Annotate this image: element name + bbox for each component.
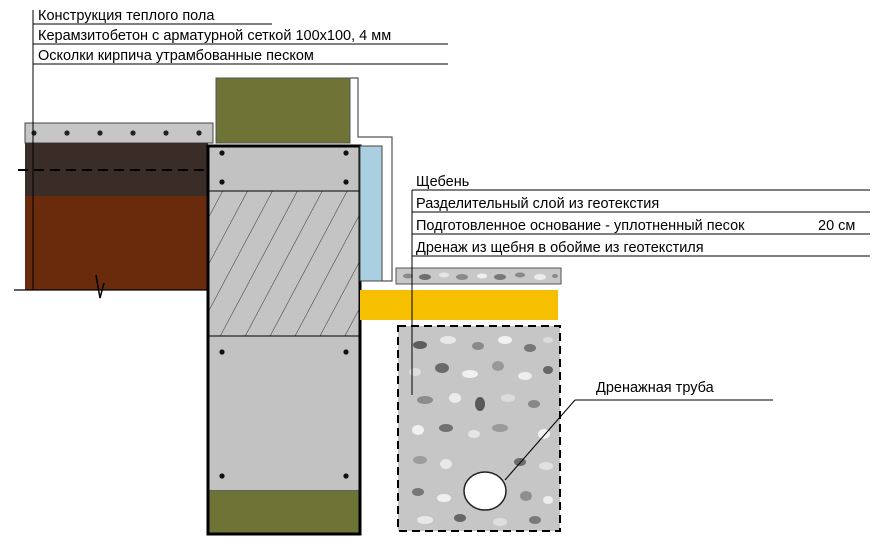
floor-layer-1-label: Керамзитобетон с арматурной сеткой 100х1…	[38, 28, 392, 44]
gravel-stones	[403, 272, 558, 280]
floor-break-mark	[95, 274, 105, 299]
drain-pipe-label: Дренажная труба	[596, 380, 714, 396]
gravel-label: Щебень	[416, 174, 470, 190]
drainage-pipe	[463, 471, 507, 511]
floor-layer-2-label: Осколки кирпича утрамбованные песком	[38, 48, 314, 64]
drainage-stones	[409, 336, 553, 526]
base-leader-lines	[411, 189, 870, 481]
wall-outline	[206, 144, 362, 536]
floor-structure	[14, 122, 214, 299]
wall-upper-block	[207, 145, 361, 192]
wall-lower-block	[207, 335, 361, 492]
floor-ceramsite-layer	[24, 122, 214, 144]
sand-layer	[360, 290, 558, 320]
sand-thickness-label: 20 см	[818, 218, 856, 234]
wall-hatched-block	[207, 190, 361, 337]
base-layers	[360, 267, 562, 532]
floor-leader-lines	[32, 10, 448, 290]
floor-soil-layer	[25, 196, 208, 290]
wall-waterproofing	[359, 145, 383, 282]
floor-title-label: Конструкция теплого пола	[38, 8, 215, 24]
sand-base-label: Подготовленное основание - уплотненный п…	[416, 218, 745, 234]
drainage-label: Дренаж из щебня в обойме из геотекстиля	[416, 240, 704, 256]
wall-anchor-dots	[219, 150, 349, 479]
wall-footing-insulation	[208, 491, 360, 534]
foundation-wall	[206, 77, 393, 536]
wall-cap-profile	[350, 77, 393, 282]
wall-insulation-top	[215, 77, 351, 144]
geotextile-label: Разделительный слой из геотекстия	[416, 196, 660, 212]
